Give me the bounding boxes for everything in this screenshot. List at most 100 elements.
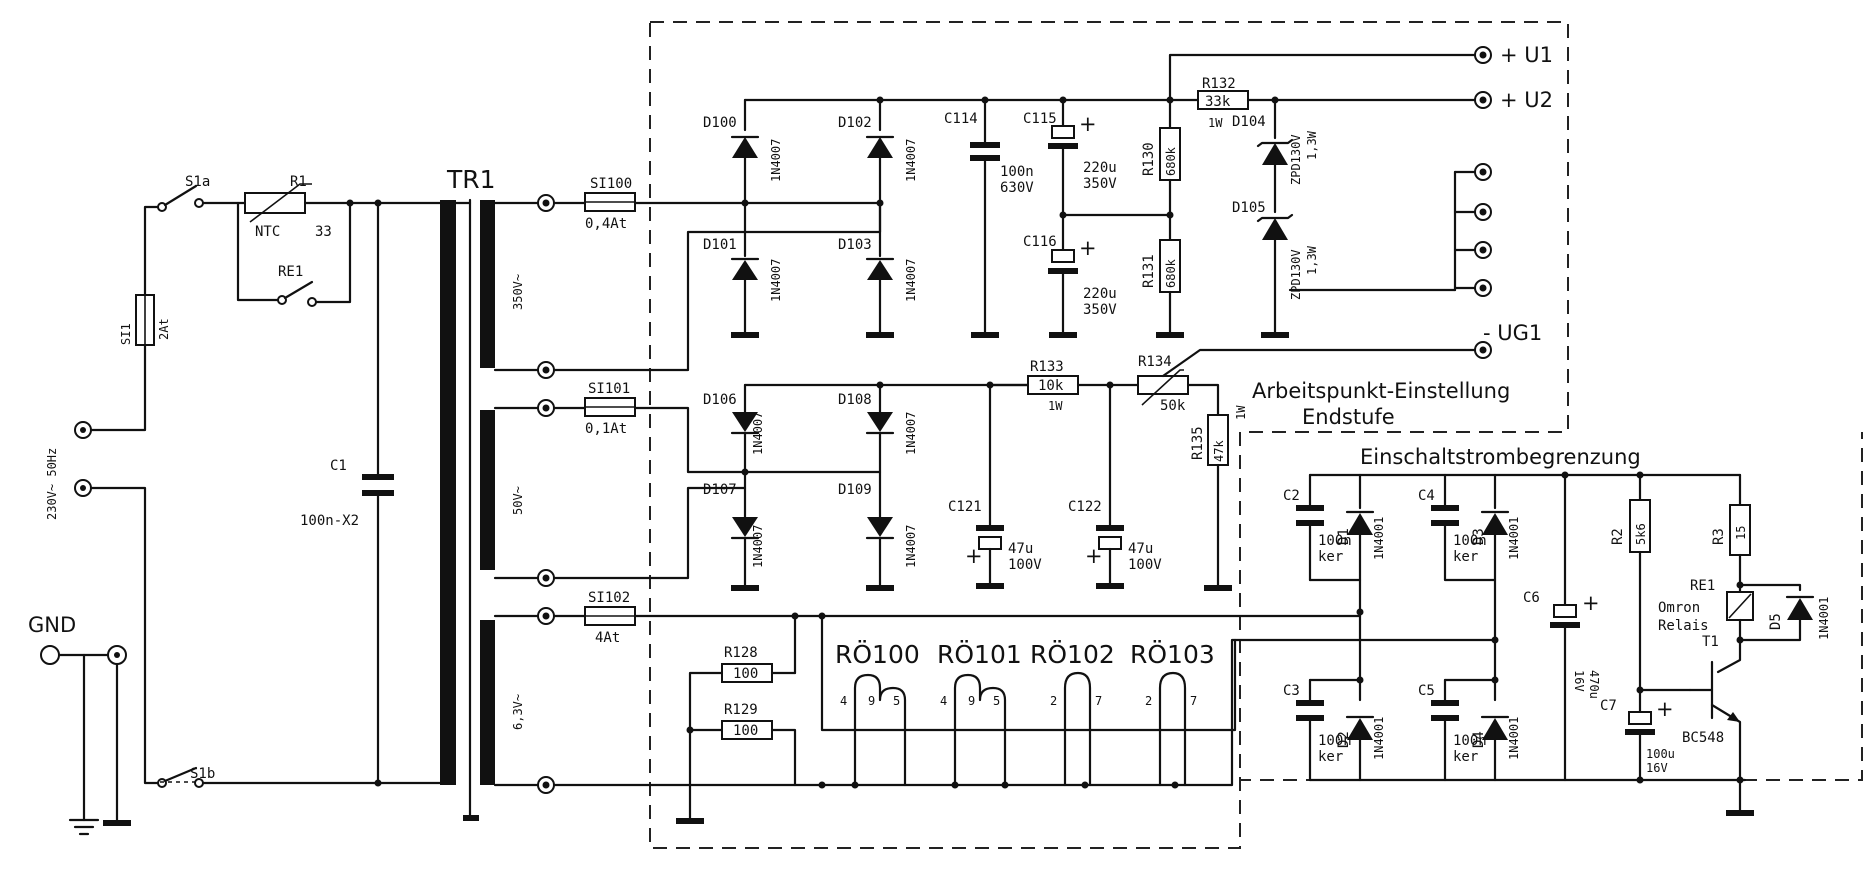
d101-type: 1N4007 [769, 259, 783, 302]
inrush-limiter: Einschaltstrombegrenzung C2 C3 D1 D2 1N4… [1283, 445, 1831, 816]
fuse-si100-name: SI100 [590, 176, 632, 192]
r2-value: 5k6 [1634, 523, 1648, 545]
r132-value: 33k [1205, 94, 1231, 110]
diode-d4 [1482, 718, 1508, 740]
r134-name: R134 [1138, 354, 1172, 370]
bias-supply: SI101 0,1At D106 D107 1N4007 1N4007 D108 [552, 321, 1542, 591]
ro101-label: RÖ101 [937, 640, 1022, 669]
ntc-r1-value: 33 [315, 224, 332, 240]
r129-name: R129 [724, 702, 758, 718]
switch-s1b-label: S1b [190, 766, 215, 782]
tr1-sec1-label: 350V~ [511, 274, 525, 310]
d101-label: D101 [703, 237, 737, 253]
relay-contact-label: RE1 [278, 264, 303, 280]
fuse-si102-name: SI102 [588, 590, 630, 606]
r2-name: R2 [1610, 528, 1626, 545]
d109-type: 1N4007 [904, 525, 918, 568]
c4-value: 100n [1453, 533, 1487, 549]
c115-value: 220u [1083, 160, 1117, 176]
c3-value: 100n [1318, 733, 1352, 749]
capacitor-c114 [970, 142, 1000, 148]
d102-type: 1N4007 [904, 139, 918, 182]
r134-value: 50k [1160, 398, 1186, 414]
d104-power: 1,3W [1305, 130, 1319, 160]
fuse-si102-value: 4At [595, 630, 620, 646]
r133-value: 10k [1038, 378, 1064, 394]
diode-d3 [1482, 513, 1508, 535]
c2-type: ker [1318, 549, 1343, 565]
ug1-label: - UG1 [1483, 321, 1542, 345]
d108-label: D108 [838, 392, 872, 408]
c7-name: C7 [1600, 698, 1617, 714]
tr1-sec-6v3 [480, 620, 495, 785]
c122-name: C122 [1068, 499, 1102, 515]
c121-name: C121 [948, 499, 982, 515]
c116-value: 220u [1083, 286, 1117, 302]
capacitor-c115 [1051, 125, 1075, 139]
transformer-tr1: TR1 350V~ 50V~ 6,3V~ [440, 165, 544, 821]
d108-type: 1N4007 [904, 412, 918, 455]
gnd-terminal [40, 645, 60, 665]
r128-value: 100 [733, 666, 758, 682]
c116-volt: 350V [1083, 302, 1117, 318]
diode-d106 [732, 412, 758, 432]
d106-type: 1N4007 [751, 412, 765, 455]
diode-d5 [1787, 598, 1813, 620]
diode-d107 [732, 517, 758, 537]
capacitor-c6 [1553, 604, 1577, 618]
d109-label: D109 [838, 482, 872, 498]
d103-type: 1N4007 [904, 259, 918, 302]
diode-d109 [867, 517, 893, 537]
d107-type: 1N4007 [751, 525, 765, 568]
tr1-primary-winding [440, 200, 456, 785]
r131-name: R131 [1141, 254, 1157, 288]
c2-value: 100n [1318, 533, 1352, 549]
capacitor-c3 [1296, 700, 1324, 706]
d5-name: D5 [1768, 613, 1784, 630]
c121-value: 47u [1008, 541, 1033, 557]
svg-text:+: + [1582, 591, 1600, 615]
tr1-label: TR1 [446, 165, 496, 194]
c115-name: C115 [1023, 111, 1057, 127]
tr1-sec3-label: 6,3V~ [511, 694, 525, 730]
c3-type: ker [1318, 749, 1343, 765]
d105-power: 1,3W [1305, 245, 1319, 275]
tr1-sec-50v [480, 410, 495, 570]
d104-type: ZPD130V [1289, 134, 1303, 185]
d100-type: 1N4007 [769, 139, 783, 182]
t1-type: BC548 [1682, 730, 1724, 746]
chassis-ground [103, 820, 131, 826]
capacitor-c5 [1431, 700, 1459, 706]
re1-type: Relais [1658, 618, 1709, 634]
r132-name: R132 [1202, 76, 1236, 92]
c6-volt: 16V [1572, 670, 1586, 692]
r131-value: 680k [1164, 258, 1178, 288]
diode-d100 [732, 137, 758, 158]
c1-value: 100n-X2 [300, 513, 359, 529]
r129-value: 100 [733, 723, 758, 739]
r3-value: 15 [1734, 526, 1748, 540]
c7-volt: 16V [1646, 761, 1668, 775]
tr1-sec-350v [480, 200, 495, 368]
fuse-si1-value: 2At [157, 318, 171, 340]
c2-label: C2 [1283, 488, 1300, 504]
d5-type: 1N4001 [1817, 597, 1831, 640]
relay-contact-re1 [283, 280, 314, 300]
tube-ro101-heater: RÖ101 4 9 5 [937, 640, 1022, 787]
d4-label: D4 [1471, 731, 1487, 748]
zener-d104 [1262, 143, 1288, 165]
d2-type: 1N4001 [1372, 717, 1386, 760]
c122-value: 47u [1128, 541, 1153, 557]
fuse-si1-name: SI1 [119, 323, 133, 345]
capacitor-c121 [976, 525, 1004, 531]
c114-name: C114 [944, 111, 978, 127]
diode-d108 [867, 412, 893, 432]
capacitor-c1 [362, 474, 394, 480]
r135-value: 47k [1212, 440, 1226, 462]
zener-d105 [1262, 218, 1288, 240]
ro102-label: RÖ102 [1030, 640, 1115, 669]
c6-value: 470u [1587, 670, 1601, 699]
c121-volt: 100V [1008, 557, 1042, 573]
svg-text:+: + [1085, 544, 1103, 568]
r130-value: 680k [1164, 146, 1178, 176]
